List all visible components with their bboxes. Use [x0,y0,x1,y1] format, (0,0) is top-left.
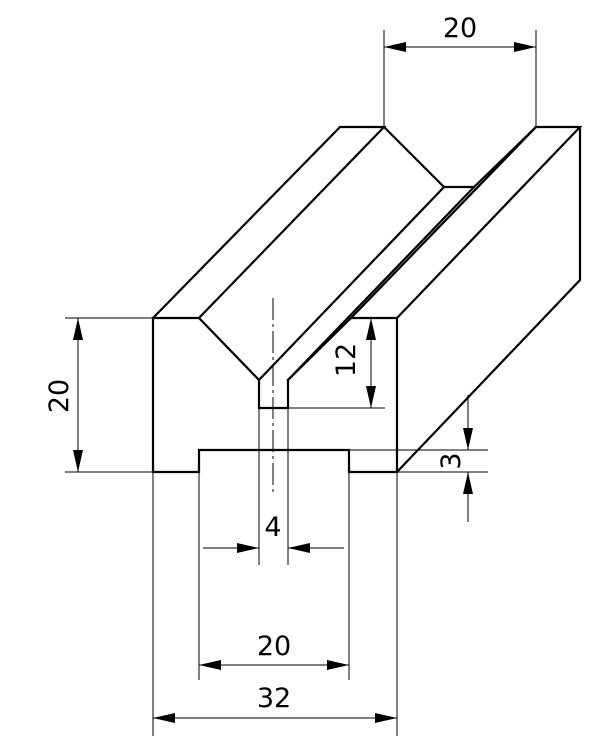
arrow-head [327,660,349,670]
right-face [395,125,583,474]
dim-top-width: 20 [383,13,537,127]
left-v-slope [257,125,446,382]
arrow-head [288,543,310,553]
dim-left-height-label: 20 [44,379,75,413]
slot-floor [286,185,477,382]
dim-slot-width: 4 [203,408,344,565]
arrow-head [73,318,83,340]
arrow-head [375,713,397,723]
arrow-head [366,386,376,408]
arrow-head [73,450,83,472]
front-face [151,316,399,474]
dim-overall-width: 32 [152,472,398,736]
dim-groove-depth: 12 [288,317,385,409]
arrow-head [463,472,473,494]
arrow-head [153,713,175,723]
arrow-head [199,660,221,670]
dim-foot-height: 3 [349,395,488,522]
dim-groove-depth-label: 12 [331,343,362,377]
dim-top-width-label: 20 [443,13,477,44]
arrow-head [237,543,259,553]
arrow-head [366,318,376,340]
dim-left-height: 20 [44,317,153,473]
dim-foot-height-label: 3 [436,452,467,469]
dim-base-notch-width: 20 [198,450,350,680]
top-left-ridge [151,125,387,320]
arrow-head [384,42,406,52]
dim-slot-width-label: 4 [264,512,281,543]
arrow-head [514,42,536,52]
dim-overall-width-label: 32 [257,683,291,714]
v-block-outline [151,125,583,474]
arrow-head [463,428,473,450]
right-v-slope [349,126,537,320]
dim-base-notch-width-label: 20 [257,631,291,662]
